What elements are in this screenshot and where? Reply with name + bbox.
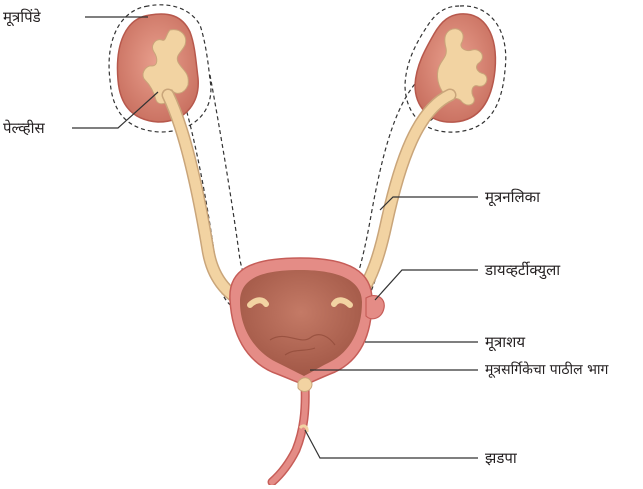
urethra-fill bbox=[272, 385, 305, 482]
label-pelvis: पेल्व्हीस bbox=[3, 119, 45, 137]
label-kidney: मूत्रपिंडे bbox=[3, 8, 41, 26]
label-penis: झडपा bbox=[485, 449, 517, 467]
right-ureter-outline bbox=[348, 70, 430, 300]
label-ureter: मूत्रनलिका bbox=[485, 188, 540, 206]
label-urethra-posterior: मूत्रसर्गिकेचा पाठील भाग bbox=[485, 361, 608, 379]
label-bladder: मूत्राशय bbox=[485, 333, 525, 351]
label-diverticulum: डायव्हर्टीक्युला bbox=[485, 261, 560, 279]
right-ureter bbox=[350, 95, 450, 305]
